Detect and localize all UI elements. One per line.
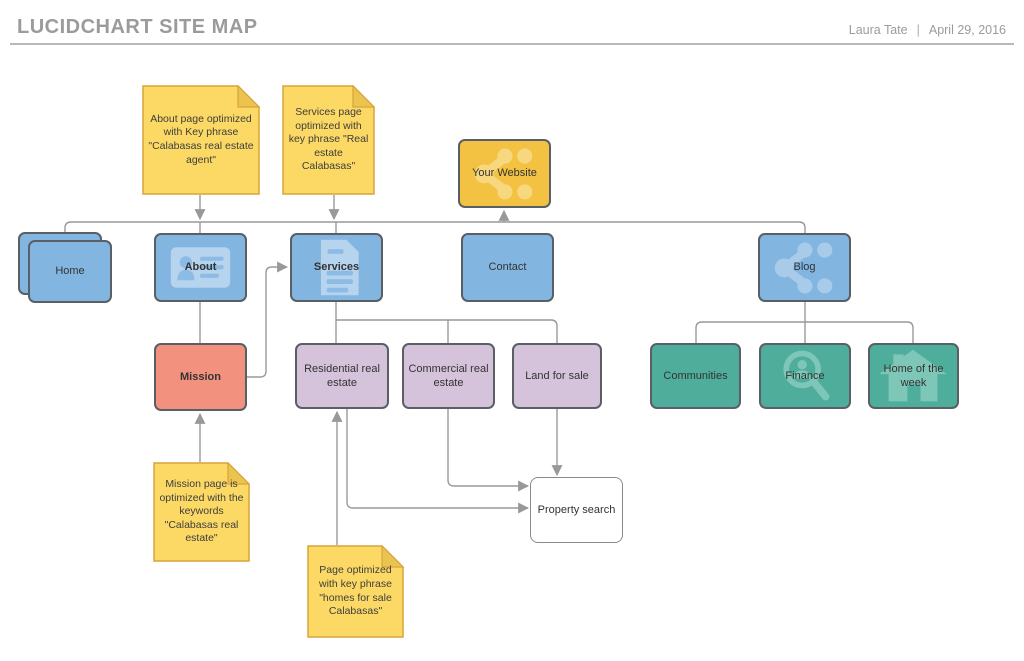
search-person-icon	[783, 350, 830, 401]
author-name: Laura Tate	[848, 23, 908, 37]
node-communities[interactable]: Communities	[650, 343, 741, 409]
header-divider	[10, 43, 1014, 45]
sticky-note-about[interactable]: About page optimized with Key phrase "Ca…	[142, 85, 260, 195]
node-label: Property search	[537, 503, 616, 516]
node-mission[interactable]: Mission	[154, 343, 247, 411]
sticky-note-mission[interactable]: Mission page is optimized with the keywo…	[153, 462, 250, 562]
document-icon	[320, 239, 359, 296]
sitemap-icon	[474, 148, 533, 200]
header-byline: Laura Tate | April 29, 2016	[849, 23, 1006, 37]
node-label: Land for sale	[525, 369, 589, 382]
byline-separator: |	[916, 23, 920, 37]
date-label: April 29, 2016	[928, 23, 1006, 37]
node-your-website[interactable]: Your Website	[458, 139, 551, 208]
node-home[interactable]: Home	[28, 240, 112, 303]
sticky-note-shape	[142, 85, 260, 195]
connector-mission-services	[247, 261, 289, 378]
node-label: Finance	[785, 369, 825, 382]
node-residential-real-estate[interactable]: Residential real estate	[295, 343, 389, 409]
node-label: Services	[313, 261, 360, 274]
id-card-icon	[170, 247, 231, 288]
connector-bus	[64, 221, 806, 233]
page-title: LUCIDCHART SITE MAP	[17, 16, 258, 38]
note-text: About page optimized with Key phrase "Ca…	[148, 112, 254, 166]
connector-blog-children	[695, 321, 914, 343]
node-finance[interactable]: Finance	[759, 343, 851, 409]
node-property-search[interactable]: Property search	[530, 477, 623, 543]
node-label: Home of the week	[883, 362, 944, 389]
node-label: About	[184, 261, 217, 274]
node-services[interactable]: Services	[290, 233, 383, 302]
node-label: Mission	[180, 370, 221, 383]
node-contact[interactable]: Contact	[461, 233, 554, 302]
sitemap-icon	[774, 242, 833, 294]
note-text: Services page optimized with key phrase …	[288, 105, 369, 173]
sticky-note-shape	[153, 462, 250, 562]
node-commercial-real-estate[interactable]: Commercial real estate	[402, 343, 495, 409]
house-door	[907, 384, 921, 402]
connector-services-land	[336, 319, 558, 343]
node-label: Residential real estate	[304, 362, 380, 389]
node-label: Home	[55, 265, 85, 278]
sticky-note-residential[interactable]: Page optimized with key phrase "homes fo…	[307, 545, 404, 638]
sticky-note-shape	[307, 545, 404, 638]
node-label: Blog	[793, 261, 816, 274]
node-blog[interactable]: Blog	[758, 233, 851, 302]
connector-residential-property	[346, 409, 530, 514]
note-text: Mission page is optimized with the keywo…	[159, 477, 244, 545]
node-home-of-the-week[interactable]: Home of the week	[868, 343, 959, 409]
node-about[interactable]: About	[154, 233, 247, 302]
note-text: Page optimized with key phrase "homes fo…	[319, 564, 392, 618]
sticky-note-services[interactable]: Services page optimized with key phrase …	[282, 85, 375, 195]
node-label: Communities	[663, 369, 728, 382]
node-land-for-sale[interactable]: Land for sale	[512, 343, 602, 409]
node-label: Contact	[488, 261, 527, 274]
house-icon	[879, 349, 947, 402]
sticky-note-shape	[282, 85, 375, 195]
node-label: Commercial real estate	[408, 362, 489, 389]
connector-commercial-property	[447, 409, 530, 492]
node-label: Your Website	[472, 167, 537, 180]
